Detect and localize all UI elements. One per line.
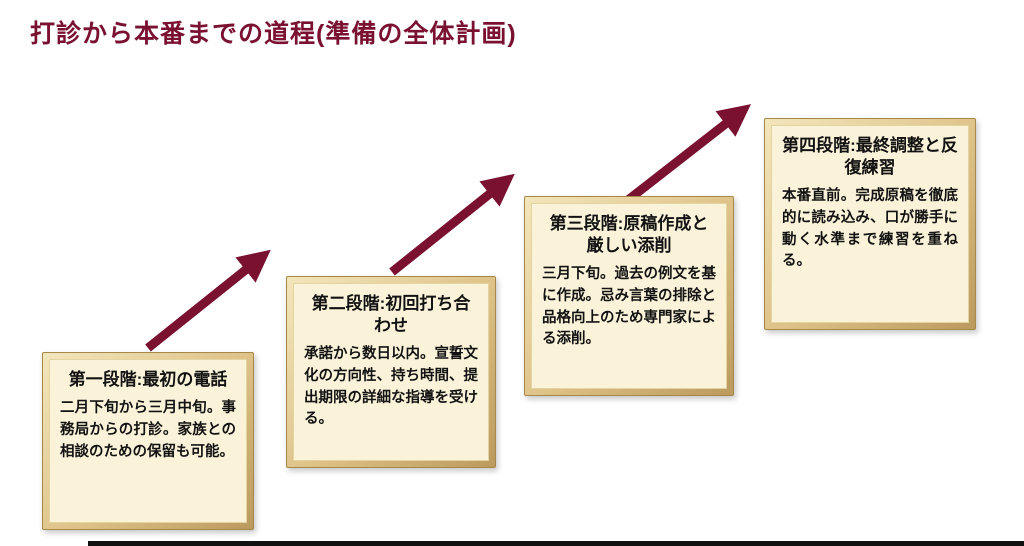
step-1-body: 二月下旬から三月中旬。事務局からの打診。家族との相談のための保留も可能。 (60, 400, 236, 460)
page-title: 打診から本番までの道程(準備の全体計画) (30, 20, 517, 48)
step-3-body: 三月下旬。過去の例文を基に作成。忌み言葉の排除と品格向上のため専門家による添削。 (542, 266, 716, 348)
step-card-2: 第二段階:初回打ち合わせ 承諾から数日以内。宣誓文化の方向性、持ち時間、提出期限… (286, 276, 496, 468)
step-card-3-face: 第三段階:原稿作成と厳しい添削 三月下旬。過去の例文を基に作成。忌み言葉の排除と… (531, 203, 727, 389)
bottom-edge-bar (88, 541, 1024, 546)
step-card-1: 第一段階:最初の電話 二月下旬から三月中旬。事務局からの打診。家族との相談のため… (42, 352, 254, 530)
step-1-heading: 第一段階:最初の電話 (68, 370, 228, 389)
step2-to-step3-arrow-icon (389, 173, 515, 276)
step-card-4: 第四段階:最終調整と反復練習 本番直前。完成原稿を徹底的に読み込み、口が勝手に動… (764, 118, 976, 330)
step-2-body: 承諾から数日以内。宣誓文化の方向性、持ち時間、提出期限の詳細な指導を受ける。 (304, 346, 478, 428)
step-card-2-face: 第二段階:初回打ち合わせ 承諾から数日以内。宣誓文化の方向性、持ち時間、提出期限… (293, 283, 489, 461)
step-3-heading: 第三段階:原稿作成と厳しい添削 (549, 214, 709, 256)
step-4-heading: 第四段階:最終調整と反復練習 (782, 136, 958, 178)
step1-to-step2-arrow-icon (145, 249, 271, 352)
step-2-heading: 第二段階:初回打ち合わせ (311, 294, 471, 336)
step-card-4-face: 第四段階:最終調整と反復練習 本番直前。完成原稿を徹底的に読み込み、口が勝手に動… (771, 125, 969, 323)
step-4-body: 本番直前。完成原稿を徹底的に読み込み、口が勝手に動く水準まで練習を重ねる。 (782, 188, 958, 270)
step-card-3: 第三段階:原稿作成と厳しい添削 三月下旬。過去の例文を基に作成。忌み言葉の排除と… (524, 196, 734, 396)
step3-to-step4-arrow-icon (625, 104, 751, 204)
step-card-1-face: 第一段階:最初の電話 二月下旬から三月中旬。事務局からの打診。家族との相談のため… (49, 359, 247, 523)
